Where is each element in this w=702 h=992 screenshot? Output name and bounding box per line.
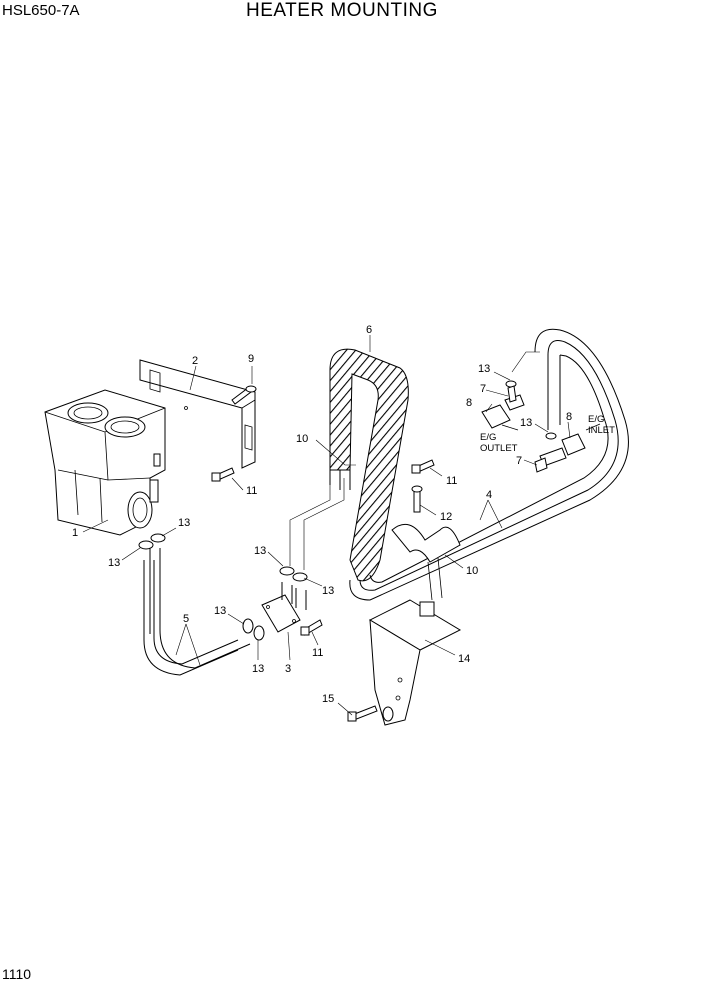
connector-plate-3 [261,582,307,633]
callout-13-c: 13 [254,545,266,557]
valve-8-outlet [481,394,525,431]
nut-11-left [211,467,235,482]
callout-13-f: 13 [252,663,264,675]
callout-6: 6 [366,324,372,336]
hose-5 [143,548,251,676]
hose-clamps-13 [138,380,557,641]
callout-15: 15 [322,693,334,705]
mounting-bracket [139,359,256,469]
page-title: HEATER MOUNTING [246,0,438,21]
callout-5: 5 [183,613,189,625]
callout-3: 3 [285,663,291,675]
callout-13-d: 13 [322,585,334,597]
model-code: HSL650-7A [2,2,80,19]
callout-13-a: 13 [178,517,190,529]
callout-13-e: 13 [214,605,226,617]
callout-10-bottom: 10 [466,565,478,577]
nut-11-right [411,459,435,474]
callout-13-g: 13 [478,363,490,375]
bolt-9 [231,385,257,405]
bolt-15 [347,705,394,722]
callout-1: 1 [72,527,78,539]
fitting-7 [507,385,548,473]
callout-11-bottom: 11 [312,647,323,659]
callout-8-inlet: 8 [566,411,572,423]
inlet-label: INLET [588,425,615,436]
engine-port-annotations: E/G OUTLET E/G INLET [480,414,615,454]
callout-7-outlet: 7 [480,383,486,395]
callout-10-top: 10 [296,433,308,445]
callout-13-b: 13 [108,557,120,569]
callout-labels: 1 2 3 4 5 6 7 7 8 8 9 10 10 11 11 11 12 … [72,324,572,705]
hose-support-clamp [391,485,461,601]
mounting-bracket-14 [368,599,462,726]
leader-lines [82,335,571,716]
callout-7-inlet: 7 [516,455,522,467]
callout-13-h: 13 [520,417,532,429]
heater-core-6 [329,348,409,582]
callout-14: 14 [458,653,470,665]
heater-unit [44,389,166,536]
callout-12: 12 [440,511,452,523]
callout-2: 2 [192,355,198,367]
eg-inlet-label: E/G [588,414,604,425]
page-number: 1110 [2,966,32,982]
callout-8-outlet: 8 [466,397,472,409]
nut-11-bottom [300,619,323,636]
callout-11-left: 11 [246,485,257,497]
callout-11-right: 11 [446,475,457,487]
eg-outlet-label: E/G [480,432,496,443]
heater-hose-4 [349,328,629,601]
outlet-label: OUTLET [480,443,518,454]
callout-4: 4 [486,489,492,501]
callout-9: 9 [248,353,254,365]
